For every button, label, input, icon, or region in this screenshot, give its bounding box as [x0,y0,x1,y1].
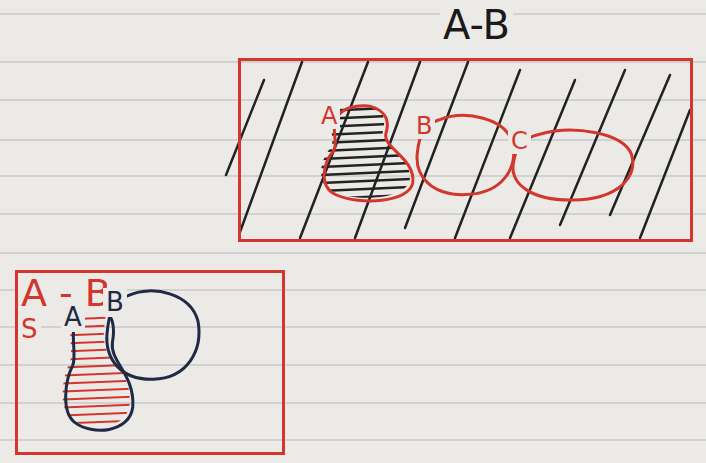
ruled-line [0,439,706,441]
shade-line [300,202,430,208]
hatch-line [240,62,302,232]
ruled-line [0,13,706,15]
set-label: B [103,288,127,317]
shade-line [50,420,150,424]
set-region: A [318,103,421,203]
ruled-line [0,402,706,404]
set-region: B [413,113,518,198]
shade-line [300,146,430,152]
set-label: B [413,113,435,139]
region-outline-path [513,130,633,200]
shade-line [50,340,150,344]
shade-line [50,412,150,416]
complement-hatching [226,62,690,238]
shade-line [50,372,150,376]
ruled-line [0,175,706,177]
shade-line [50,356,150,360]
ruled-line [0,61,706,63]
shade-line [50,380,150,384]
shade-line [50,348,150,352]
shade-line [50,332,150,336]
ruled-lines [0,14,706,440]
ruled-line [0,213,706,215]
universal-set: A-BABC [238,58,693,242]
ruled-line [0,252,706,254]
hatch-line [226,80,264,175]
region-shading [50,300,150,432]
set-label: C [508,128,531,154]
set-label: A [318,103,340,129]
shade-line [50,364,150,368]
shade-line [300,154,430,160]
hatch-line [640,110,690,238]
shade-line [300,178,430,184]
hatch-line [405,62,468,228]
set-expression: A-B [440,3,513,47]
region-shading [300,98,430,208]
set-region: A [61,303,139,433]
set-label: A [61,303,85,332]
shade-line [300,138,430,144]
shade-line [300,130,430,136]
universal-set: A - BSBA [15,270,285,455]
set-region: B [103,288,203,383]
hatch-line [610,75,670,215]
set-label: S [18,315,41,344]
shade-line [300,194,430,200]
set-region: C [508,128,638,203]
